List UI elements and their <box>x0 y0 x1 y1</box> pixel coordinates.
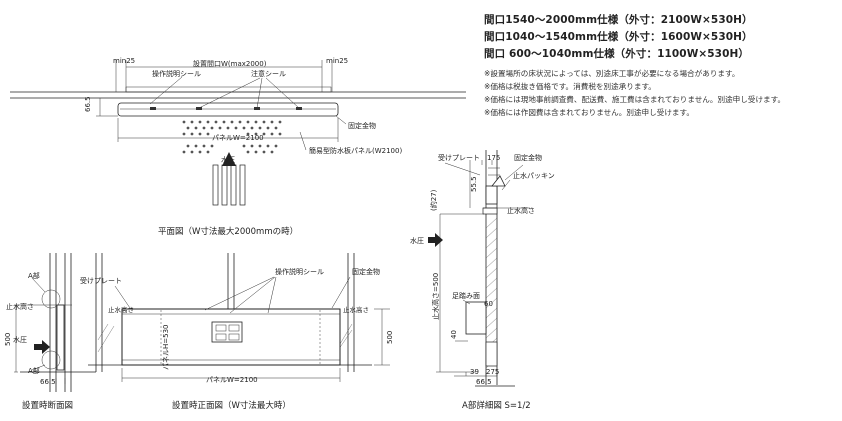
detail-dim-39: 39 <box>470 368 479 376</box>
plan-fixture-label: 固定金物 <box>348 121 376 130</box>
plan-pressure-arrows <box>212 152 246 206</box>
plan-dim-665: 66.5 <box>84 96 92 112</box>
front-fixture: 固定金物 <box>352 267 380 276</box>
plan-panel-name: 簡易型防水板パネル(W2100) <box>309 146 402 155</box>
detail-dim-60: 60 <box>484 300 493 308</box>
front-panel-w: パネルW=2100 <box>206 376 258 384</box>
plan-min-right: min25 <box>326 57 348 65</box>
detail-stop-500: 止水高さ=500 <box>431 273 440 320</box>
plan-caution-label: 注意シール <box>251 69 286 78</box>
section-stop-height: 止水高さ <box>6 302 34 311</box>
detail-dim-40: 40 <box>450 330 458 339</box>
plan-min-left: min25 <box>113 57 135 65</box>
front-view: 受けプレート 操作説明シール 固定金物 止水高さ 止水高さ 500 パネルH=5… <box>80 253 394 411</box>
front-dim-500: 500 <box>386 331 394 344</box>
detail-water-pressure: 水圧 <box>410 236 424 245</box>
spec-line-3: 間口 600〜1040mm仕様（外寸：1100W×530H） <box>484 48 749 60</box>
spec-line-1: 間口1540〜2000mm仕様（外寸：2100W×530H） <box>484 14 753 26</box>
section-a-bottom: A部 <box>28 366 40 375</box>
plan-caption: 平面図（W寸法最大2000mmの時） <box>158 226 298 237</box>
detail-dim-665: 66.5 <box>476 378 492 386</box>
water-dots <box>182 120 282 154</box>
section-view: A部 止水高さ 500 水圧 A部 66.5 設置時断面図 <box>4 253 96 411</box>
plan-water-pressure: 水圧 <box>221 155 235 164</box>
section-dim-665: 66.5 <box>40 378 56 386</box>
plan-view: min25 min25 設置間口W(max2000) 操作説明シール 注意シール… <box>10 57 466 237</box>
plan-panel-w: パネルW=2100 <box>212 134 264 142</box>
detail-a-view: 受けプレート 175 固定金物 止水パッキン 55.5 (約27) 止水高さ 水… <box>410 150 555 411</box>
detail-approx: (約27) <box>429 189 438 211</box>
detail-foot-face: 足踏み面 <box>452 291 480 300</box>
section-a-top: A部 <box>28 271 40 280</box>
front-stop-left: 止水高さ <box>108 305 134 314</box>
detail-packing: 止水パッキン <box>513 171 555 180</box>
detail-dim-275: 275 <box>486 368 499 376</box>
front-op-seal: 操作説明シール <box>275 267 324 276</box>
note-drawing: ※価格には作図費は含まれておりません。別途申し受けます。 <box>484 108 694 117</box>
section-water-pressure: 水圧 <box>13 335 27 344</box>
plan-op-seal-label: 操作説明シール <box>152 69 201 78</box>
plan-opening-label: 設置間口W(max2000) <box>193 59 267 68</box>
section-dim-500: 500 <box>4 333 12 346</box>
detail-caption: A部詳細図 S=1/2 <box>462 400 531 411</box>
note-floor: ※設置場所の床状況によっては、別途床工事が必要になる場合があります。 <box>484 69 740 78</box>
note-fees: ※価格には現地事前調査費、配送費、施工費は含まれておりません。別途申し受けます。 <box>484 95 786 104</box>
front-caption: 設置時正面図（W寸法最大時） <box>172 400 291 411</box>
detail-stop-height: 止水高さ <box>507 206 535 215</box>
detail-fixture: 固定金物 <box>514 153 542 162</box>
front-receive-plate: 受けプレート <box>80 276 122 285</box>
front-panel-h: パネルH=530 <box>162 325 170 371</box>
front-stop-right: 止水高さ <box>343 305 369 314</box>
section-caption: 設置時断面図 <box>22 400 73 411</box>
note-tax: ※価格は税抜き価格です。消費税を別途承ります。 <box>484 82 656 91</box>
detail-dim-555: 55.5 <box>470 176 478 192</box>
detail-receive-plate: 受けプレート <box>438 153 480 162</box>
spec-line-2: 間口1040〜1540mm仕様（外寸：1600W×530H） <box>484 31 753 43</box>
detail-dim-175: 175 <box>487 154 500 162</box>
